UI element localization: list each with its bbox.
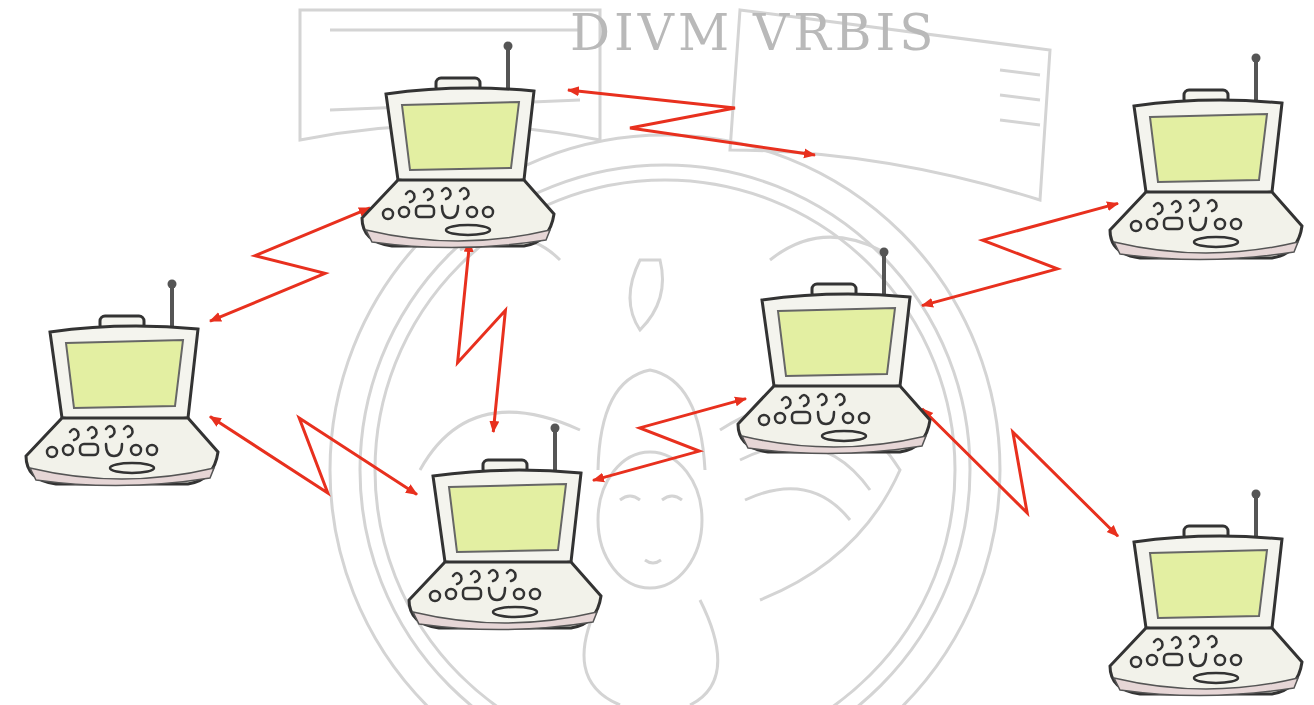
laptop-node xyxy=(22,276,222,491)
laptop-icon xyxy=(1106,50,1306,265)
watermark-text: DIVM VRBIS xyxy=(570,6,938,61)
laptop-icon xyxy=(358,38,558,253)
laptop-icon xyxy=(22,276,222,491)
wireless-link xyxy=(210,208,370,321)
wireless-link xyxy=(922,203,1118,305)
wireless-link xyxy=(210,417,417,495)
wireless-link xyxy=(458,241,506,432)
laptop-icon xyxy=(734,244,934,459)
wireless-link xyxy=(922,409,1118,537)
laptop-node xyxy=(1106,50,1306,265)
laptop-icon xyxy=(1106,486,1306,701)
wireless-link xyxy=(593,399,746,481)
laptop-node xyxy=(1106,486,1306,701)
laptop-node xyxy=(405,420,605,635)
laptop-node xyxy=(734,244,934,459)
signal-arrow xyxy=(568,90,815,155)
laptop-node xyxy=(358,38,558,253)
laptop-icon xyxy=(405,420,605,635)
